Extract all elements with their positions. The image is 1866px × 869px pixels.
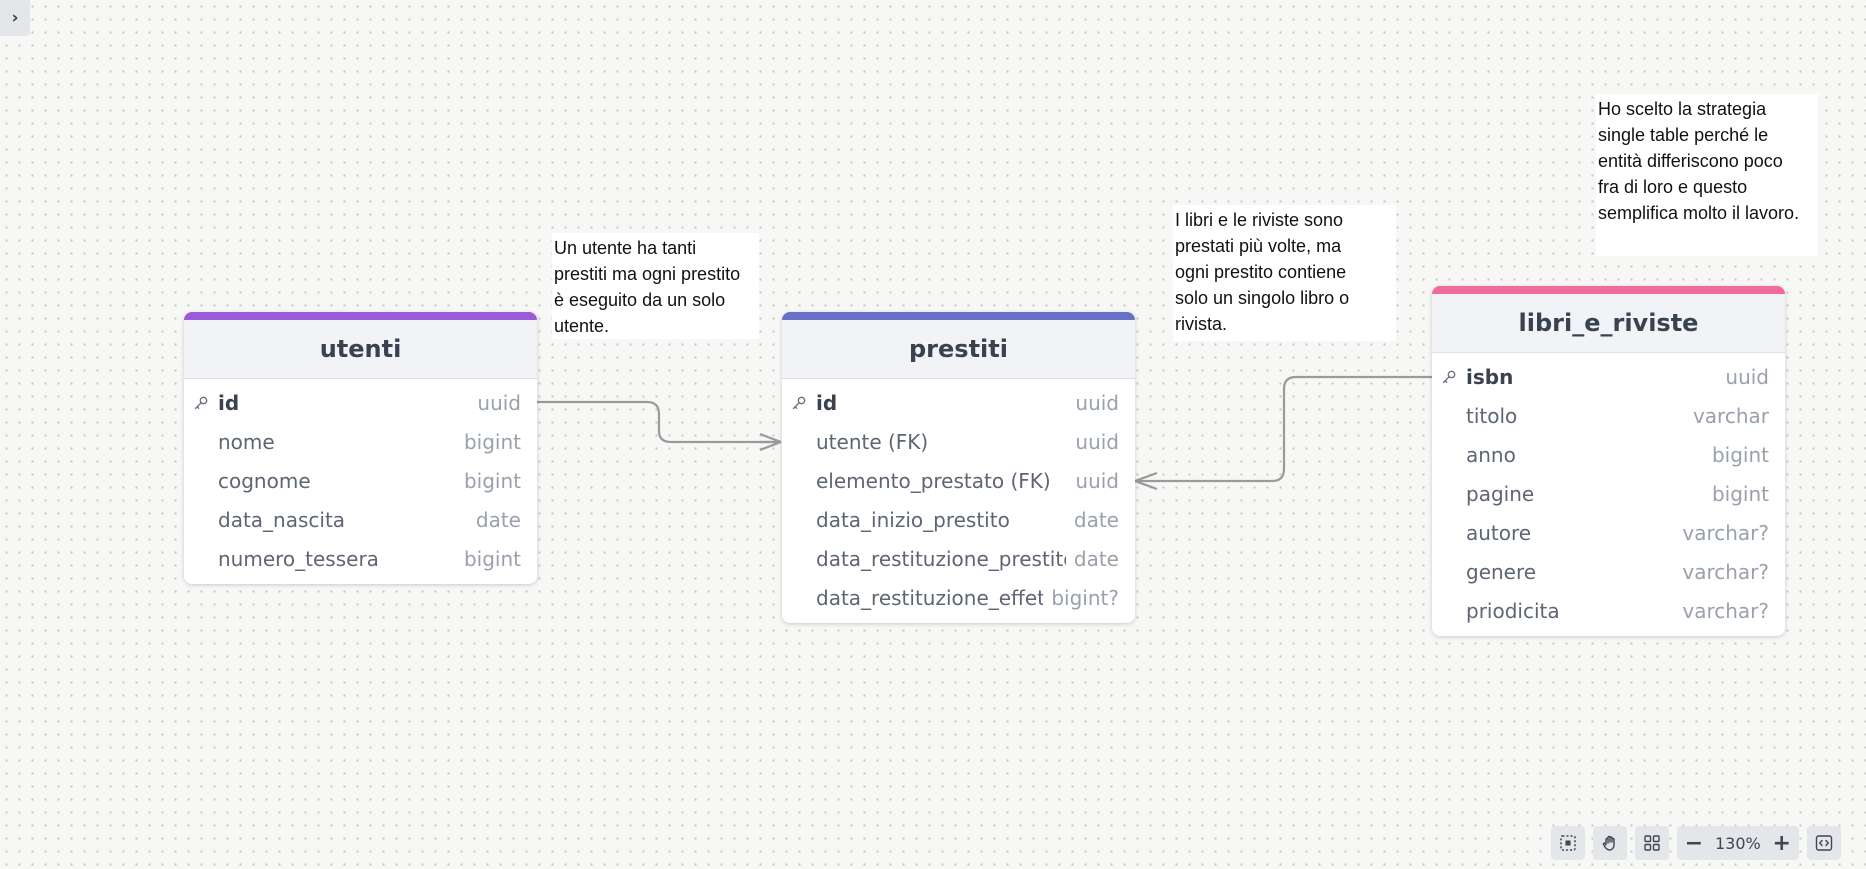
field-name: data_inizio_prestito (816, 507, 1010, 532)
field-type: bigint (455, 468, 537, 493)
zoom-in-button[interactable]: + (1772, 830, 1791, 856)
primary-key-icon (782, 395, 816, 411)
field-type: uuid (469, 390, 537, 415)
sidebar-toggle-button[interactable]: › (0, 0, 30, 36)
hand-icon (1602, 835, 1615, 851)
field-type: bigint? (1043, 585, 1135, 610)
field-name: isbn (1466, 364, 1514, 389)
fit-view-icon (1560, 835, 1576, 851)
field-type: uuid (1067, 468, 1135, 493)
canvas-toolbar: − 130% + (1551, 826, 1841, 860)
table-libri-e-riviste[interactable]: libri_e_riviste isbn uuid titolo varchar ann… (1432, 286, 1785, 636)
note-single-table[interactable]: Ho scelto la strategia single table perc… (1596, 94, 1818, 256)
field-name: nome (218, 429, 275, 454)
field-name: autore (1466, 520, 1532, 545)
field-name: titolo (1466, 403, 1518, 428)
table-title[interactable]: prestiti (782, 320, 1135, 379)
field-type: uuid (1717, 364, 1785, 389)
note-libri-prestiti[interactable]: I libri e le riviste sono prestati più v… (1173, 205, 1396, 341)
auto-arrange-button[interactable] (1635, 826, 1669, 860)
field-row[interactable]: id uuid (184, 383, 537, 422)
field-row[interactable]: isbn uuid (1432, 357, 1785, 396)
field-row[interactable]: nome bigint (184, 422, 537, 461)
field-name: data_nascita (218, 507, 346, 532)
field-row[interactable]: genere varchar? (1432, 552, 1785, 591)
field-name: numero_tessera (218, 546, 379, 571)
table-accent-bar (1432, 286, 1785, 294)
field-row[interactable]: pagine bigint (1432, 474, 1785, 513)
code-icon (1815, 835, 1832, 851)
grid-icon (1644, 835, 1660, 851)
field-name: id (816, 390, 838, 415)
field-row[interactable]: elemento_prestato (FK) uuid (782, 461, 1135, 500)
field-type: bigint (1703, 481, 1785, 506)
field-row[interactable]: utente (FK) uuid (782, 422, 1135, 461)
field-row[interactable]: id uuid (782, 383, 1135, 422)
field-row[interactable]: data_nascita date (184, 500, 537, 539)
field-name: pagine (1466, 481, 1535, 506)
field-name: elemento_prestato (FK) (816, 468, 1051, 493)
field-type: varchar? (1674, 559, 1785, 584)
field-name: genere (1466, 559, 1537, 584)
relationship-line-utenti-prestiti (537, 400, 781, 444)
field-type: varchar? (1674, 598, 1785, 623)
field-type: uuid (1067, 390, 1135, 415)
primary-key-icon (184, 395, 218, 411)
field-type: uuid (1067, 429, 1135, 454)
table-title[interactable]: libri_e_riviste (1432, 294, 1785, 353)
table-title[interactable]: utenti (184, 320, 537, 379)
field-name: cognome (218, 468, 311, 493)
field-row[interactable]: numero_tessera bigint (184, 539, 537, 578)
field-name: anno (1466, 442, 1516, 467)
crowfoot-icon (1134, 471, 1158, 491)
relationship-line-libri-prestiti (1135, 375, 1432, 483)
field-type: bigint (1703, 442, 1785, 467)
table-accent-bar (184, 312, 537, 320)
zoom-level: 130% (1715, 833, 1761, 853)
note-utenti-prestiti[interactable]: Un utente ha tanti prestiti ma ogni pres… (552, 233, 759, 339)
field-row[interactable]: anno bigint (1432, 435, 1785, 474)
table-utenti[interactable]: utenti id uuid nome bigint cognome bigint data… (184, 312, 537, 584)
field-type: date (467, 507, 537, 532)
chevron-right-icon: › (11, 8, 19, 28)
field-name: id (218, 390, 240, 415)
field-name: data_restituzione_prestito (816, 546, 1066, 571)
primary-key-icon (1432, 369, 1466, 385)
field-row[interactable]: data_inizio_prestito date (782, 500, 1135, 539)
field-type: date (1065, 546, 1135, 571)
zoom-out-button[interactable]: − (1684, 830, 1704, 856)
field-row[interactable]: autore varchar? (1432, 513, 1785, 552)
code-view-button[interactable] (1806, 826, 1841, 860)
table-accent-bar (782, 312, 1135, 320)
field-type: date (1065, 507, 1135, 532)
zoom-controls: − 130% + (1677, 826, 1799, 860)
field-type: bigint (455, 546, 537, 571)
crowfoot-icon (759, 432, 782, 452)
field-row[interactable]: priodicita varchar? (1432, 591, 1785, 630)
field-type: bigint (455, 429, 537, 454)
field-row[interactable]: data_restituzione_effettivabigint? (782, 578, 1135, 617)
field-name: utente (FK) (816, 429, 929, 454)
field-type: varchar (1684, 403, 1785, 428)
field-name: priodicita (1466, 598, 1560, 623)
field-row[interactable]: cognome bigint (184, 461, 537, 500)
fit-view-button[interactable] (1551, 826, 1585, 860)
pan-mode-button[interactable] (1593, 826, 1627, 860)
field-type: varchar? (1674, 520, 1785, 545)
field-name: data_restituzione_effettiva (816, 585, 1044, 610)
field-row[interactable]: titolo varchar (1432, 396, 1785, 435)
